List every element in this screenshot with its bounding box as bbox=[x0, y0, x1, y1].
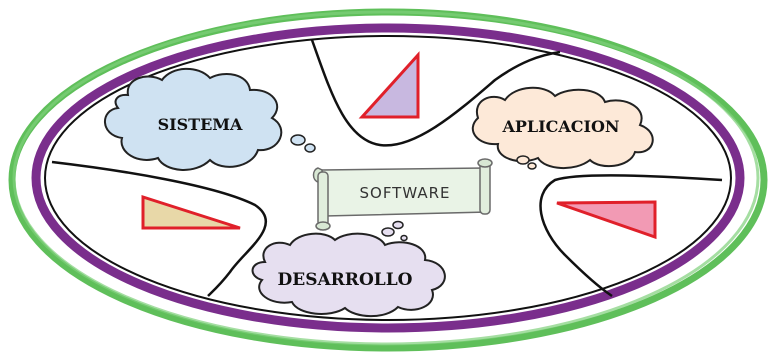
cloud-aplicacion-label: APLICACION bbox=[501, 117, 619, 136]
software-scroll: SOFTWARE bbox=[312, 158, 493, 231]
triangle-top bbox=[358, 51, 420, 119]
outer-green-ring-sketch bbox=[12, 10, 760, 346]
cloud-sistema-label: SISTEMA bbox=[158, 115, 243, 134]
divider-left bbox=[51, 160, 268, 297]
cloud-sistema: SISTEMA bbox=[104, 67, 316, 171]
cloud-desarrollo-label: DESARROLLO bbox=[278, 270, 413, 290]
divider-top bbox=[310, 39, 561, 147]
software-scroll-label: SOFTWARE bbox=[359, 184, 450, 202]
inner-black-ring bbox=[44, 35, 732, 321]
triangle-right bbox=[556, 200, 657, 240]
triangle-left bbox=[141, 194, 241, 230]
divider-right bbox=[539, 174, 723, 298]
cloud-aplicacion: APLICACION bbox=[471, 86, 654, 170]
cloud-desarrollo: DESARROLLO bbox=[251, 220, 446, 318]
